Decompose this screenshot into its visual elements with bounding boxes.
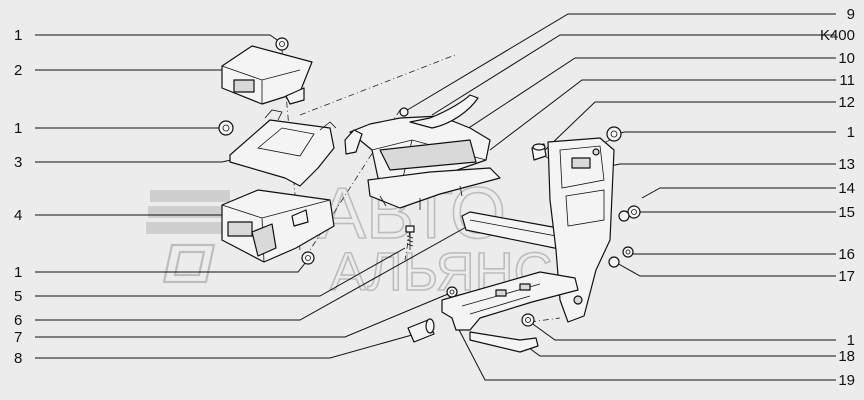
callout-label: K400 [820,27,855,44]
callout-label: 4 [14,207,22,224]
washer-icon [622,246,634,258]
callout-label: 12 [838,94,855,111]
ecu-unit-assembly [344,94,501,210]
callout-label: 13 [838,156,855,173]
callout-label: 7 [14,329,22,346]
callout-label: 5 [14,288,22,305]
nut-icon [521,313,535,327]
callout-label: 18 [838,348,855,365]
washer-icon [608,256,620,268]
nut-icon-group [218,37,622,327]
sleeve-icon [531,143,547,161]
callout-label: 11 [839,72,855,89]
callout-label: 15 [838,204,855,221]
connector-module [221,189,335,263]
callout-label: 1 [847,332,855,349]
callout-label: 10 [838,50,855,67]
callout-label: 9 [847,6,855,23]
callout-label: 17 [838,268,855,285]
callout-label: 2 [14,62,22,79]
washer-icon [627,205,641,219]
callout-label: 1 [14,264,22,281]
nut-icon [218,120,234,136]
callout-label: 14 [838,180,855,197]
callouts-right: 9 K400 10 11 12 1 13 14 15 16 17 1 18 19 [820,6,855,389]
callout-label: 19 [838,372,855,389]
mounting-bracket-plate [229,109,337,187]
callouts-left: 1 2 1 3 4 1 5 6 7 8 [14,27,22,367]
leader-lines-right [403,13,836,381]
washer-group [608,205,641,268]
bolt-icon [405,225,415,250]
spacer-sleeve-icon [407,318,435,343]
nut-icon [275,37,289,51]
washer-icon [618,210,630,222]
callout-label: 1 [14,27,22,44]
callout-label: 16 [838,246,855,263]
callout-label: 6 [14,312,22,329]
rod-part [469,331,539,353]
callout-label: 3 [14,154,22,171]
control-unit-box [221,45,313,105]
lower-bracket [441,271,579,331]
watermark-logo [146,190,230,284]
nut-7-icon [446,286,458,298]
callout-label: 1 [847,124,855,141]
callout-label: 8 [14,350,22,367]
nut-icon [399,107,409,117]
callout-label: 1 [14,120,22,137]
nut-icon [606,126,622,142]
nut-icon [301,251,315,265]
